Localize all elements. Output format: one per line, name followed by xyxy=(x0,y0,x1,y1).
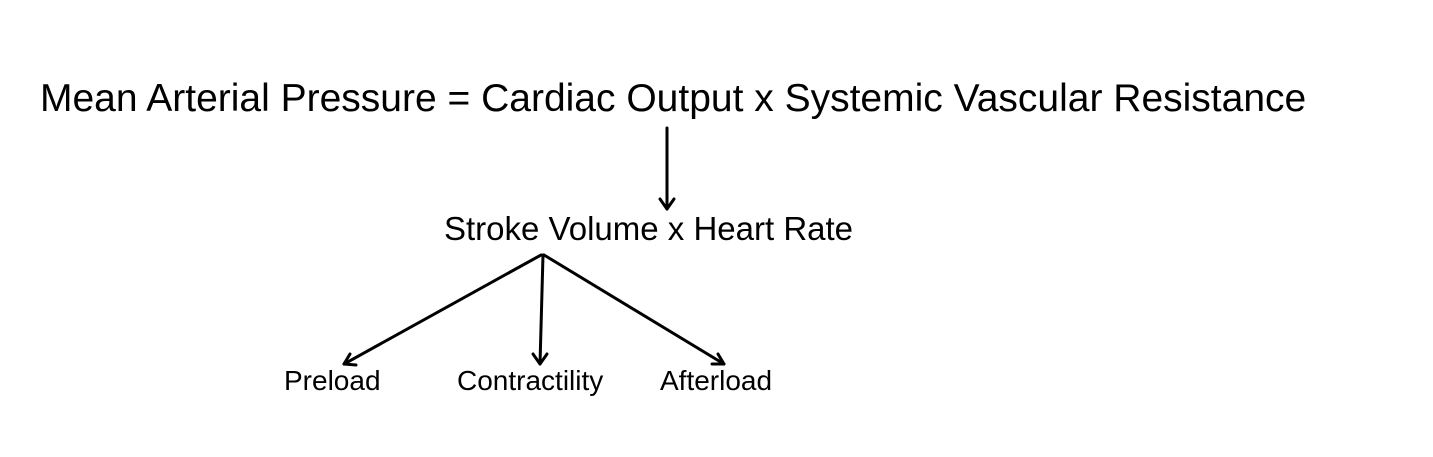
afterload-node: Afterload xyxy=(660,365,773,396)
preload-node: Preload xyxy=(284,365,381,396)
stroke-volume-to-preload-arrow xyxy=(342,253,543,367)
stroke-volume-to-afterload-arrow xyxy=(542,253,726,366)
cardiac-output-to-product-arrow xyxy=(658,126,676,211)
contractility-node: Contractility xyxy=(457,365,604,396)
stroke-volume-to-contractility-arrow xyxy=(531,253,549,366)
cardiac-output-equation: Mean Arterial Pressure = Cardiac Output … xyxy=(40,77,1307,120)
stroke-volume-heart-rate-node: Stroke Volume x Heart Rate xyxy=(444,210,854,247)
